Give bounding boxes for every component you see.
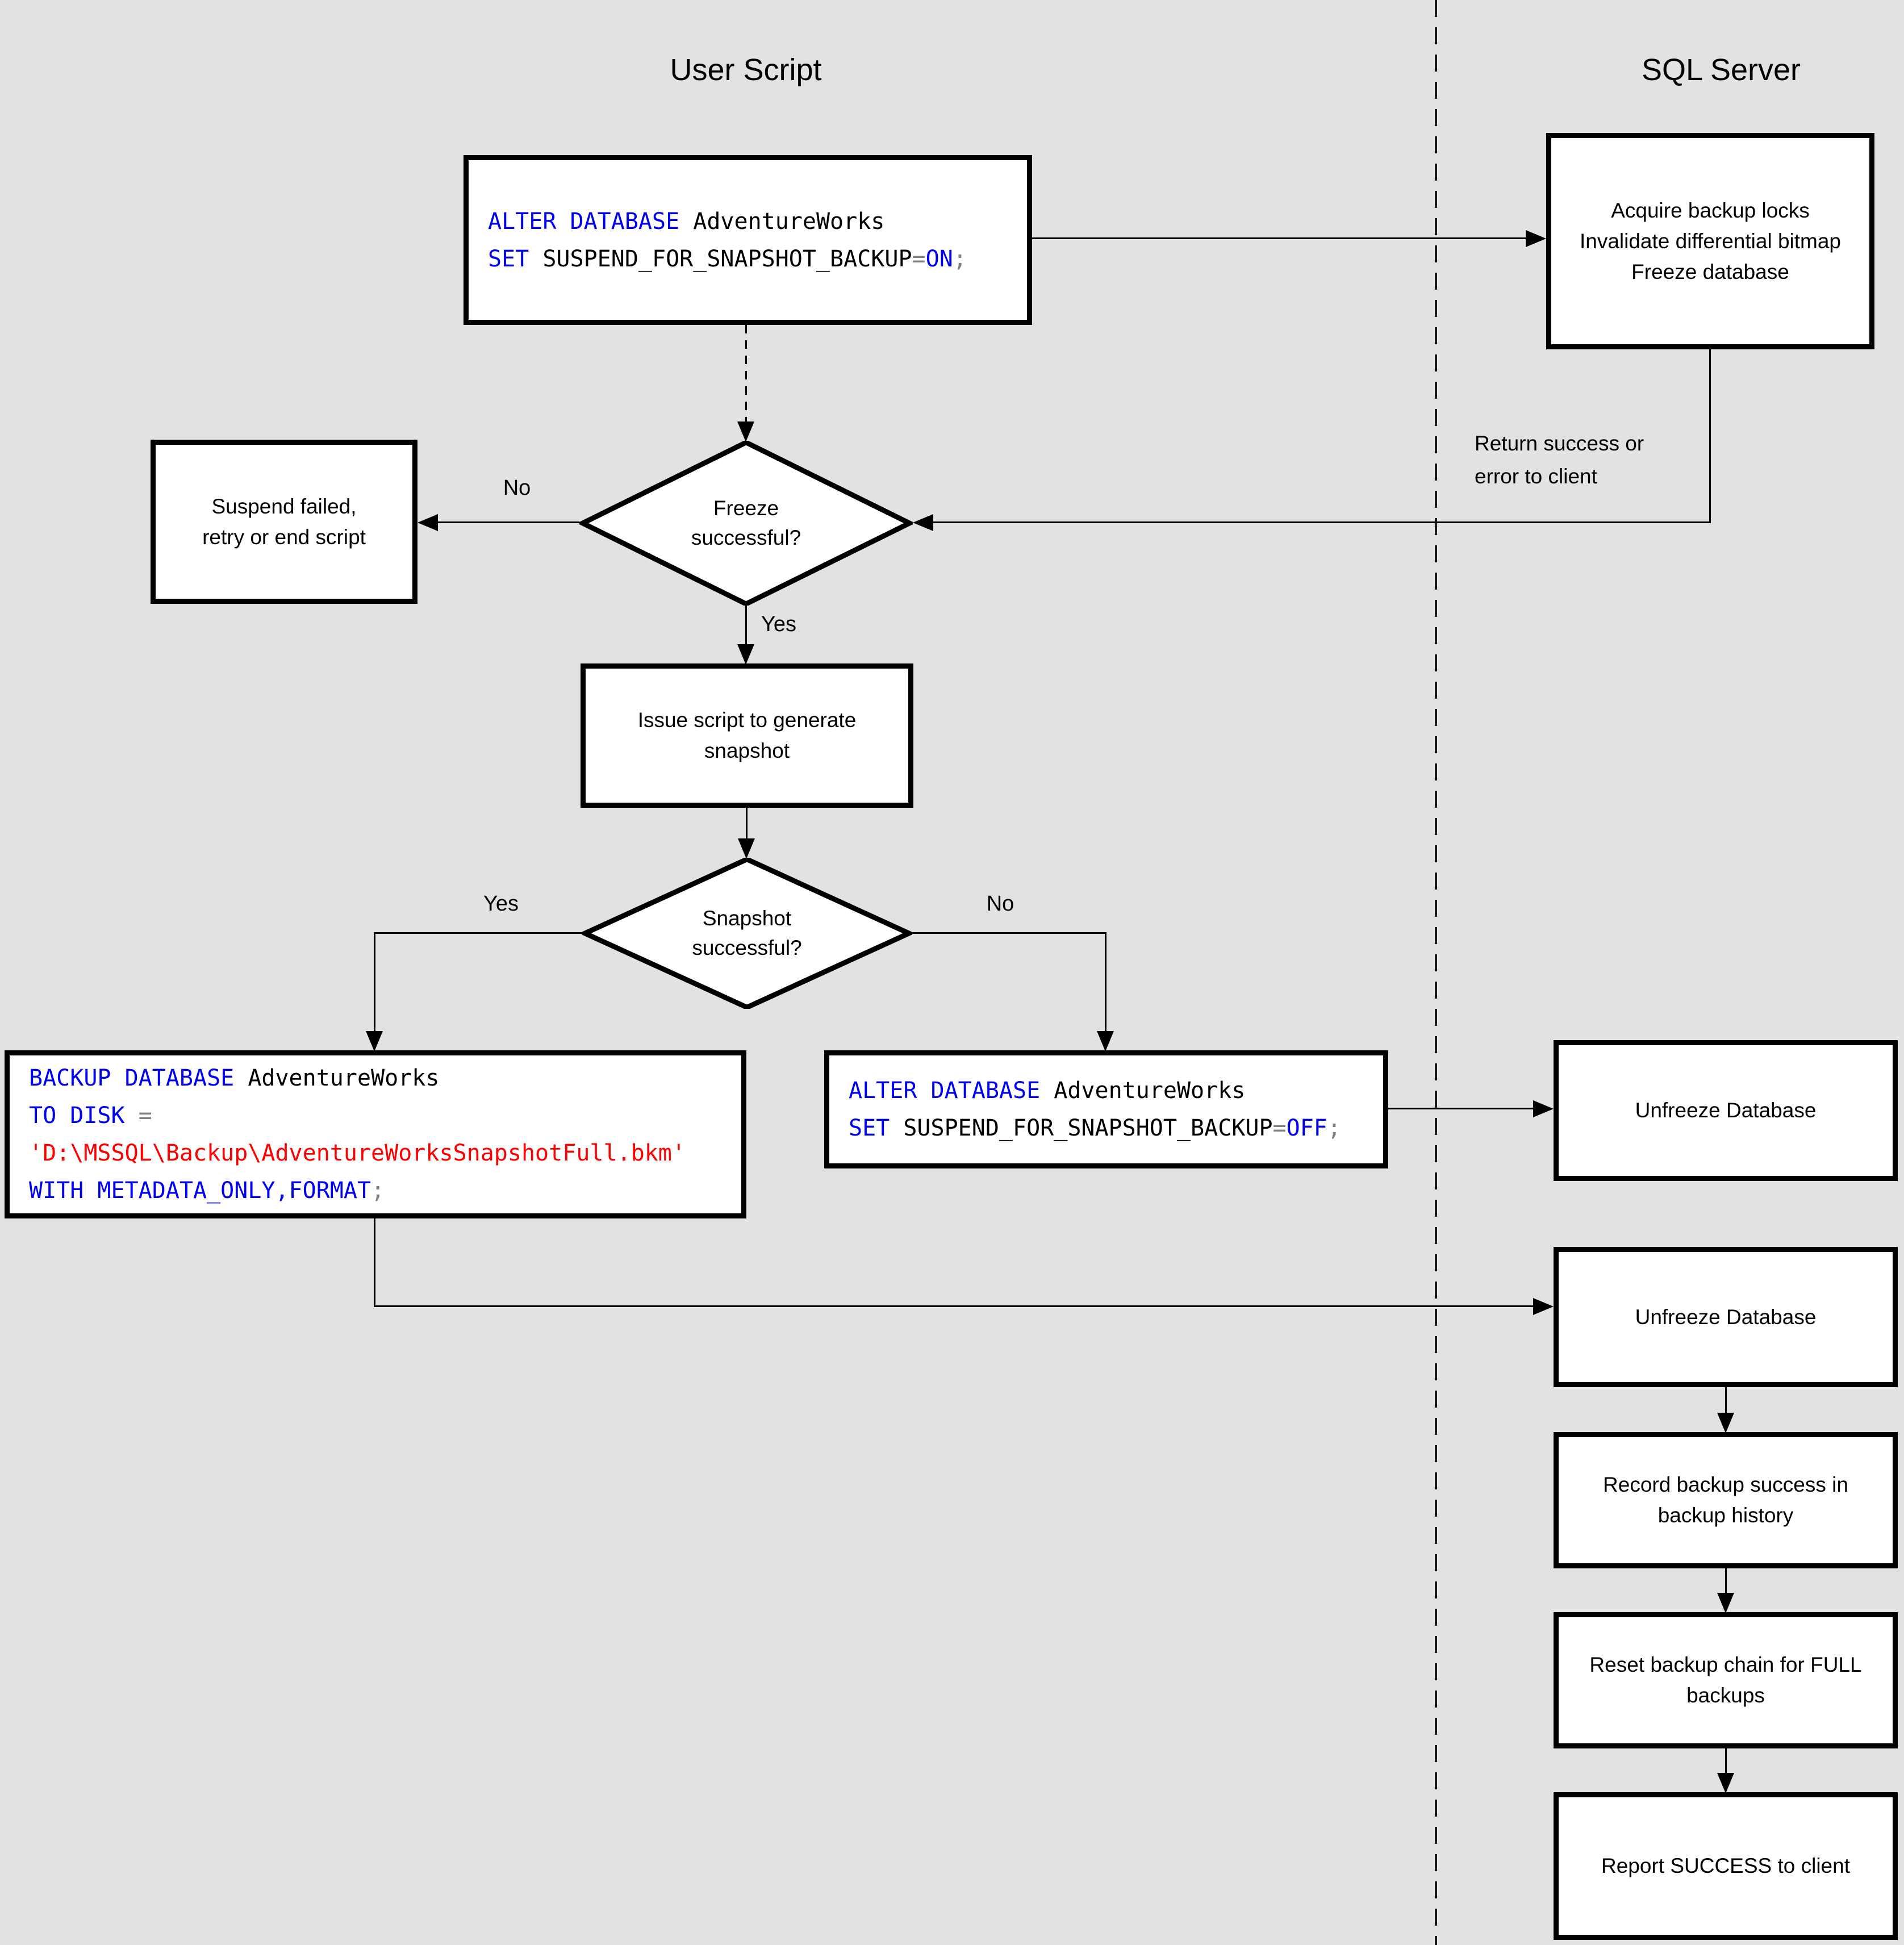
arrowhead-into-acquire xyxy=(1526,230,1546,247)
edge-snapshot-yes-h xyxy=(375,932,582,934)
column-title-user-script: User Script xyxy=(670,53,822,87)
arrowhead-into-unfreeze2 xyxy=(1533,1298,1554,1315)
arrowhead-into-freeze-diamond xyxy=(913,514,933,531)
node-unfreeze-database-2: Unfreeze Database xyxy=(1554,1247,1898,1387)
arrowhead-into-reset xyxy=(1717,1593,1734,1613)
label-snapshot-yes: Yes xyxy=(483,892,519,916)
arrowhead-into-issue xyxy=(737,644,754,665)
arrowhead-into-freeze-top xyxy=(737,421,754,442)
node-unfreeze-database-1: Unfreeze Database xyxy=(1554,1040,1898,1181)
label-freeze-yes: Yes xyxy=(761,612,796,636)
swimlane-divider xyxy=(1435,0,1437,1945)
arrowhead-into-unfreeze1 xyxy=(1533,1100,1554,1117)
arrowhead-into-suspend xyxy=(417,514,438,531)
edge-backup-exit-v xyxy=(374,1218,375,1307)
arrowhead-into-snapshot-diamond xyxy=(738,838,755,859)
diamond-shape xyxy=(579,441,913,606)
arrowhead-into-alteroff xyxy=(1097,1031,1114,1051)
node-backup-database: BACKUP DATABASE AdventureWorks TO DISK =… xyxy=(5,1050,746,1218)
return-note: Return success or error to client xyxy=(1475,432,1644,488)
node-snapshot-successful: Snapshot successful? xyxy=(582,858,912,1009)
node-suspend-failed: Suspend failed, retry or end script xyxy=(151,440,417,604)
edge-alteroff-unfreeze1 xyxy=(1388,1108,1534,1109)
code-line: SET SUSPEND_FOR_SNAPSHOT_BACKUP=ON; xyxy=(488,245,967,272)
code-line: BACKUP DATABASE AdventureWorks xyxy=(29,1065,440,1091)
edge-return-vertical xyxy=(1709,349,1711,523)
arrowhead-into-report xyxy=(1717,1773,1734,1793)
code-line: 'D:\MSSQL\Backup\AdventureWorksSnapshotF… xyxy=(29,1140,686,1166)
label-freeze-no: No xyxy=(503,476,531,500)
node-record-backup-history: Record backup success in backup history xyxy=(1554,1432,1898,1568)
edge-record-reset xyxy=(1725,1568,1727,1594)
node-freeze-successful: Freeze successful? xyxy=(579,441,913,606)
node-acquire-locks: Acquire backup locks Invalidate differen… xyxy=(1546,133,1874,349)
code-line: ALTER DATABASE AdventureWorks xyxy=(488,208,885,235)
diamond-shape xyxy=(582,858,912,1009)
code-line: WITH METADATA_ONLY,FORMAT; xyxy=(29,1178,385,1204)
label-snapshot-no: No xyxy=(986,892,1014,916)
edge-backup-exit-h xyxy=(374,1305,1534,1307)
edge-issue-snapshot xyxy=(746,808,748,840)
edge-freeze-no xyxy=(437,521,579,523)
node-issue-script: Issue script to generate snapshot xyxy=(581,663,913,808)
node-report-success: Report SUCCESS to client xyxy=(1554,1792,1898,1940)
edge-alteron-acquire xyxy=(1032,237,1527,239)
arrowhead-into-record xyxy=(1717,1413,1734,1433)
node-alter-suspend-on: ALTER DATABASE AdventureWorks SET SUSPEN… xyxy=(464,155,1032,325)
code-line: SET SUSPEND_FOR_SNAPSHOT_BACKUP=OFF; xyxy=(849,1115,1341,1141)
edge-unfreeze2-record xyxy=(1725,1387,1727,1414)
code-line: TO DISK = xyxy=(29,1103,152,1129)
edge-snapshot-no-v xyxy=(1105,932,1107,1032)
edge-alteron-freeze-dashed xyxy=(745,325,747,423)
edge-return-horizontal xyxy=(933,521,1711,523)
edge-freeze-yes xyxy=(745,606,747,645)
edge-snapshot-yes-v xyxy=(374,932,375,1032)
arrowhead-into-backup xyxy=(366,1031,383,1051)
code-line: ALTER DATABASE AdventureWorks xyxy=(849,1078,1246,1104)
edge-reset-report xyxy=(1725,1748,1727,1774)
node-alter-suspend-off: ALTER DATABASE AdventureWorks SET SUSPEN… xyxy=(824,1050,1388,1168)
edge-snapshot-no-h xyxy=(912,932,1106,934)
column-title-sql-server: SQL Server xyxy=(1641,53,1801,87)
node-reset-backup-chain: Reset backup chain for FULL backups xyxy=(1554,1612,1898,1748)
